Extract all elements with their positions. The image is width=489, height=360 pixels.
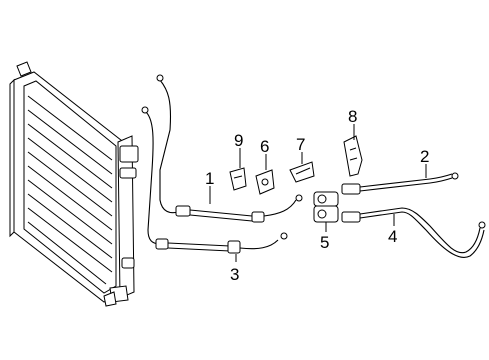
cooler-line-4	[341, 207, 486, 258]
callout-4: 4	[388, 227, 397, 246]
callout-2: 2	[420, 147, 429, 166]
callout-1: 1	[205, 169, 214, 188]
callout-8: 8	[348, 107, 357, 126]
leader-lines	[209, 124, 427, 262]
callout-3: 3	[230, 265, 239, 284]
callout-6: 6	[260, 137, 269, 156]
cooler-line-upper	[156, 74, 303, 223]
bracket-8	[343, 135, 363, 177]
bracket-6	[255, 169, 275, 195]
callout-5: 5	[320, 233, 329, 252]
fitting-block	[313, 191, 339, 223]
callouts: 1 2 3 4 5 6 7 8 9	[205, 107, 429, 284]
cooler-line-lower	[141, 106, 288, 254]
callout-7: 7	[296, 135, 305, 154]
bracket-7	[289, 161, 315, 183]
callout-9: 9	[234, 131, 243, 150]
radiator-core	[9, 61, 139, 307]
bracket-9	[229, 167, 247, 191]
cooler-line-2	[341, 172, 459, 195]
